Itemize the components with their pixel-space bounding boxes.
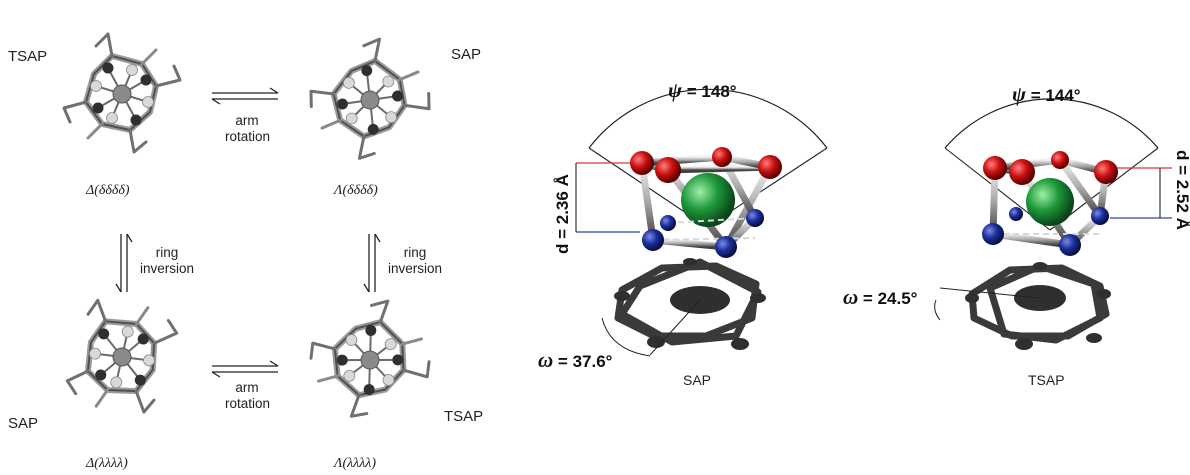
process-word-2: inversion [387, 261, 443, 276]
process-word-2: inversion [139, 261, 195, 276]
tsap-nitrogen-atom [1059, 234, 1081, 256]
molecule-tr [294, 23, 446, 176]
tsap-nitrogen-atom [1009, 207, 1023, 221]
sap-oxygen-atom [758, 155, 782, 179]
omega-symbol: ω [843, 285, 859, 309]
tsap-psi-label: ψ = 144° [1012, 82, 1081, 107]
process-word-2: rotation [225, 396, 271, 411]
tsap-caption: TSAP [1028, 372, 1065, 388]
tsap-metal-atom [1026, 178, 1074, 226]
tsap-oxygen-atom [983, 156, 1007, 180]
process-word-1: ring [403, 245, 427, 260]
configuration-label-bl: Δ(λλλλ) [86, 456, 128, 471]
molecule-bl [54, 288, 189, 424]
tsap-psi-arc [944, 98, 1159, 149]
tsap-nitrogen-atom [1091, 207, 1109, 225]
sap-oxygen-atom [630, 151, 654, 175]
process-label-arm-bottom: arm rotation [225, 380, 271, 412]
process-word-1: arm [235, 113, 259, 128]
tsap-psi-value: = 144° [1030, 86, 1081, 105]
molecule-br [291, 279, 450, 439]
process-word-1: arm [235, 380, 259, 395]
sap-omega-label: ω = 37.6° [538, 348, 612, 373]
process-label-arm-top: arm rotation [225, 113, 271, 145]
psi-symbol: ψ [1012, 82, 1027, 106]
tsap-d-label: d = 2.52 Å [1173, 150, 1190, 230]
sap-structure [575, 88, 828, 357]
configuration-label-tl: Δ(δδδδ) [86, 183, 130, 198]
geometry-label-br: TSAP [444, 408, 484, 425]
sap-d-label: d = 2.36 Å [553, 174, 572, 254]
sap-omega-value: = 37.6° [557, 352, 613, 371]
sap-nitrogen-atom [715, 236, 737, 258]
sap-oxygen-atom [712, 147, 732, 167]
equilibrium-arrow-arm-top [211, 87, 279, 105]
sap-projection [614, 258, 762, 346]
tsap-oxygen-atom [1051, 151, 1069, 169]
sap-psi-arc [588, 88, 828, 149]
sap-nitrogen-atom [642, 229, 664, 251]
geometry-label-bl: SAP [8, 415, 39, 432]
tsap-structure [934, 98, 1172, 350]
sap-nitrogen-atom [746, 209, 764, 227]
configuration-label-tr: Λ(δδδδ) [334, 183, 378, 198]
sap-oxygen-atom [655, 157, 681, 183]
tsap-omega-value: = 24.5° [862, 289, 918, 308]
geometry-label-tl: TSAP [8, 48, 48, 65]
sap-psi-label: ψ = 148° [668, 78, 737, 103]
geometry-parameters-diagram [575, 88, 1172, 357]
tsap-oxygen-atom [1009, 159, 1035, 185]
sap-omega-arc [601, 317, 651, 357]
configuration-label-br: Λ(λλλλ) [334, 456, 377, 471]
process-label-ring-right: ring inversion [384, 245, 446, 277]
tsap-omega-arc [934, 299, 941, 321]
sap-caption: SAP [683, 372, 712, 388]
sap-psi-value: = 148° [686, 82, 737, 101]
tsap-nitrogen-atom [982, 223, 1004, 245]
process-word-2: rotation [225, 129, 271, 144]
process-label-ring-left: ring inversion [136, 245, 198, 277]
molecule-tl [64, 34, 180, 152]
geometry-label-tr: SAP [451, 46, 482, 63]
equilibrium-arrow-ring-right [363, 233, 381, 293]
tsap-oxygen-atom [1094, 160, 1118, 184]
sap-metal-atom [681, 173, 735, 227]
sap-nitrogen-atom [660, 215, 676, 231]
psi-symbol: ψ [668, 78, 683, 102]
isomer-scheme [0, 0, 520, 475]
tsap-omega-label: ω = 24.5° [843, 285, 917, 310]
equilibrium-arrow-ring-left [115, 233, 133, 293]
equilibrium-arrow-arm-bottom [211, 360, 279, 378]
process-word-1: ring [155, 245, 179, 260]
omega-symbol: ω [538, 348, 554, 372]
